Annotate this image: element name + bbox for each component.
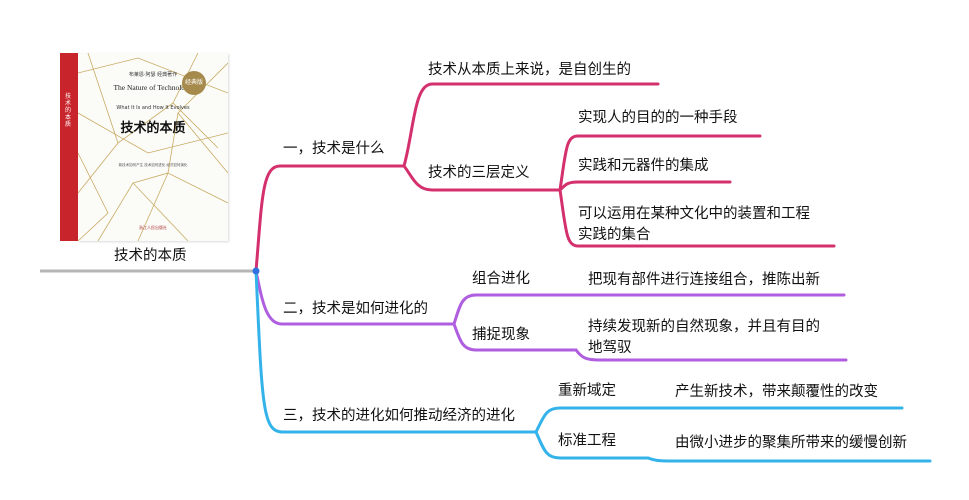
book-geometric-pattern: [78, 53, 228, 241]
book-badge: 经典版: [182, 71, 206, 95]
branch-1-definition-1: 实现人的目的的一种手段: [578, 110, 738, 126]
book-author-line: 布莱恩·阿瑟 经典著作: [128, 72, 178, 78]
book-cover-image: 技术的本质 布莱恩·阿瑟 经典著作 The Nature of Technolo…: [60, 53, 228, 241]
branch-3-child-1-detail: 产生新技术，带来颠覆性的改变: [675, 384, 878, 400]
book-publisher: 浙江人民出版社: [139, 225, 167, 230]
book-spine: 技术的本质: [60, 53, 78, 241]
branch-3-child-2-detail: 由微小进步的聚集所带来的缓慢创新: [675, 435, 907, 451]
branch-3-label: 三，技术的进化如何推动经济的进化: [283, 408, 515, 424]
branch-1-child-2-label: 技术的三层定义: [428, 165, 530, 181]
book-front: 布莱恩·阿瑟 经典著作 The Nature of Technology Wha…: [78, 53, 228, 241]
branch-3-lines: [254, 269, 932, 463]
branch-3-child-1-label: 重新域定: [558, 383, 616, 399]
branch-3-child-2-label: 标准工程: [558, 433, 616, 449]
book-blurb: 新技术如何产生 技术如何进化 经济如何演化: [118, 163, 188, 167]
branch-2-label: 二，技术是如何进化的: [283, 301, 428, 317]
branch-1-definition-2: 实践和元器件的集成: [578, 158, 709, 174]
branch-2-lines: [254, 269, 848, 362]
root-dot: [252, 267, 260, 275]
branch-1-lines: [254, 82, 836, 273]
branch-1-definition-3: 可以运用在某种文化中的装置和工程实践的集合: [578, 206, 810, 243]
book-english-subtitle: What It Is and How It Evolves: [116, 105, 190, 111]
branch-1-child-1-label: 技术从本质上来说，是自创生的: [428, 62, 631, 78]
branch-2-child-2-label: 捕捉现象: [472, 327, 530, 343]
branch-2-child-1-label: 组合进化: [472, 271, 530, 287]
book-spine-text: 技术的本质: [65, 93, 72, 128]
root-node-label: 技术的本质: [114, 248, 187, 264]
branch-1-label: 一，技术是什么: [283, 141, 385, 157]
branch-2-child-1-detail: 把现有部件进行连接组合，推陈出新: [588, 272, 820, 288]
branch-2-child-2-detail: 持续发现新的自然现象，并且有目的地驾驭: [588, 319, 820, 356]
book-chinese-title: 技术的本质: [120, 121, 186, 136]
book-english-title: The Nature of Technology: [113, 83, 193, 92]
